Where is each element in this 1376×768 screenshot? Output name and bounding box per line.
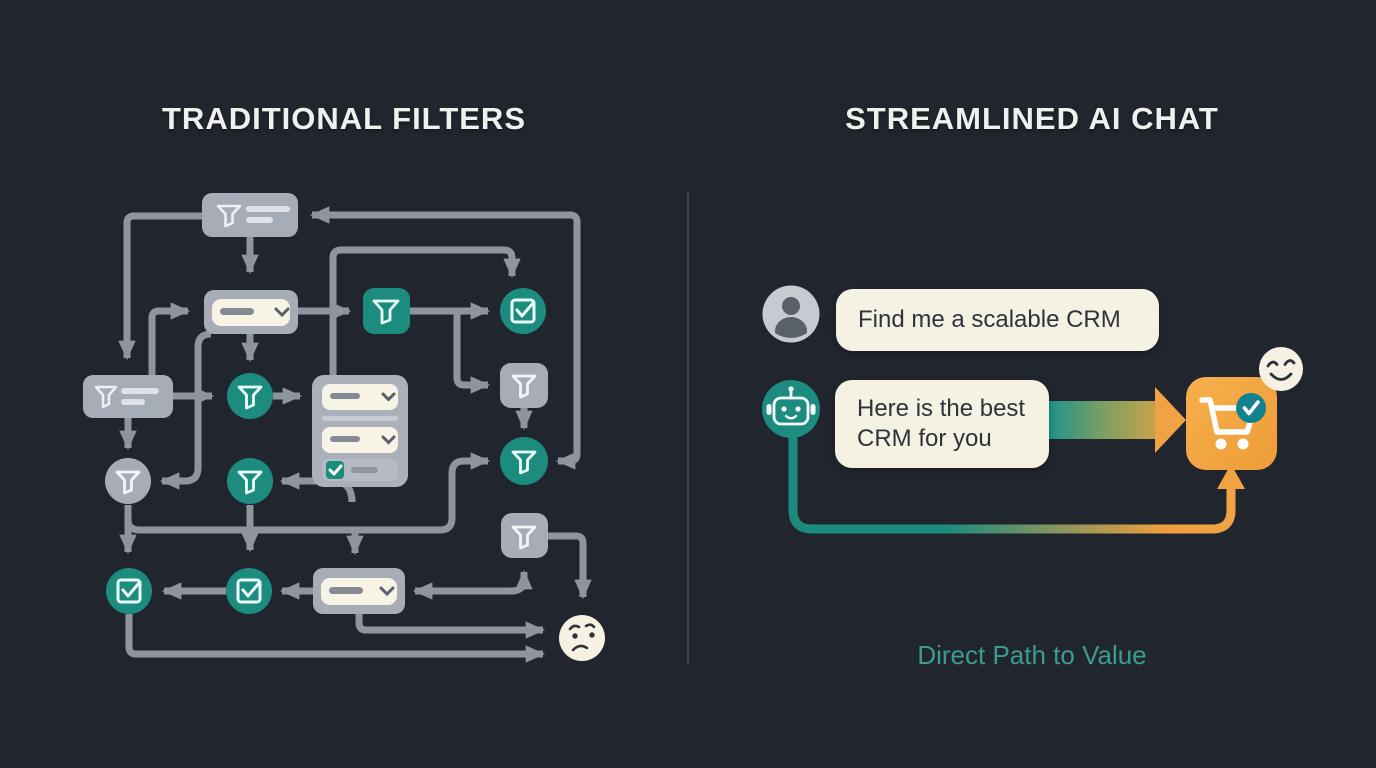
direct-path-line: [788, 420, 1236, 534]
chevron-down-icon: [381, 435, 396, 445]
chevron-down-icon: [381, 392, 396, 402]
filter-source-node: [202, 193, 298, 237]
filter-icon: [511, 450, 537, 475]
filter-source-node: [83, 375, 173, 418]
check-badge-icon: [1236, 393, 1266, 423]
filter-icon: [216, 204, 242, 228]
up-arrowhead: [1217, 464, 1245, 489]
filter-icon: [237, 470, 263, 495]
checkbox-icon: [236, 578, 262, 604]
right-panel-caption: Direct Path to Value: [917, 640, 1147, 670]
person-icon: [775, 297, 807, 338]
result-arrow: [1045, 387, 1186, 453]
checkbox-icon: [116, 578, 142, 604]
filter-step-node: [227, 458, 273, 504]
filter-panel-node: [312, 375, 408, 487]
filter-icon: [115, 470, 141, 495]
filter-icon: [511, 374, 537, 399]
filter-icon: [511, 525, 537, 550]
ai-chat-bubble: Here is the best CRM for you: [835, 380, 1049, 468]
checkbox-step-node: [106, 568, 152, 614]
filter-icon: [237, 385, 263, 410]
user-chat-bubble: Find me a scalable CRM: [836, 289, 1159, 351]
filter-step-node: [500, 437, 548, 485]
filter-icon: [94, 385, 118, 409]
robot-icon: [766, 386, 816, 426]
smiley-face-icon: [1259, 347, 1303, 391]
chevron-down-icon: [274, 307, 290, 318]
left-panel-title: TRADITIONAL FILTERS: [162, 101, 526, 136]
purchase-result: [1186, 347, 1303, 470]
checkbox-icon: [510, 298, 536, 324]
filter-step-node: [227, 373, 273, 419]
confused-face-icon: [559, 615, 605, 661]
filter-step-node: [501, 513, 548, 558]
checkbox-step-node: [226, 568, 272, 614]
ai-message-text: Here is the best CRM for you: [857, 395, 1026, 452]
user-avatar: [762, 285, 820, 343]
dropdown-node: [313, 568, 405, 614]
filter-icon: [372, 299, 400, 325]
filter-step-node: [500, 363, 548, 408]
filter-step-node: [105, 458, 151, 504]
ai-avatar: [762, 380, 820, 438]
filter-step-node: [363, 288, 410, 334]
dropdown-node: [204, 290, 298, 334]
user-message-text: Find me a scalable CRM: [858, 306, 1121, 333]
right-panel-title: STREAMLINED AI CHAT: [845, 101, 1219, 136]
checked-checkbox-icon: [328, 464, 343, 476]
panel-divider: [687, 192, 689, 664]
chevron-down-icon: [379, 586, 395, 597]
checkbox-step-node: [500, 288, 546, 334]
